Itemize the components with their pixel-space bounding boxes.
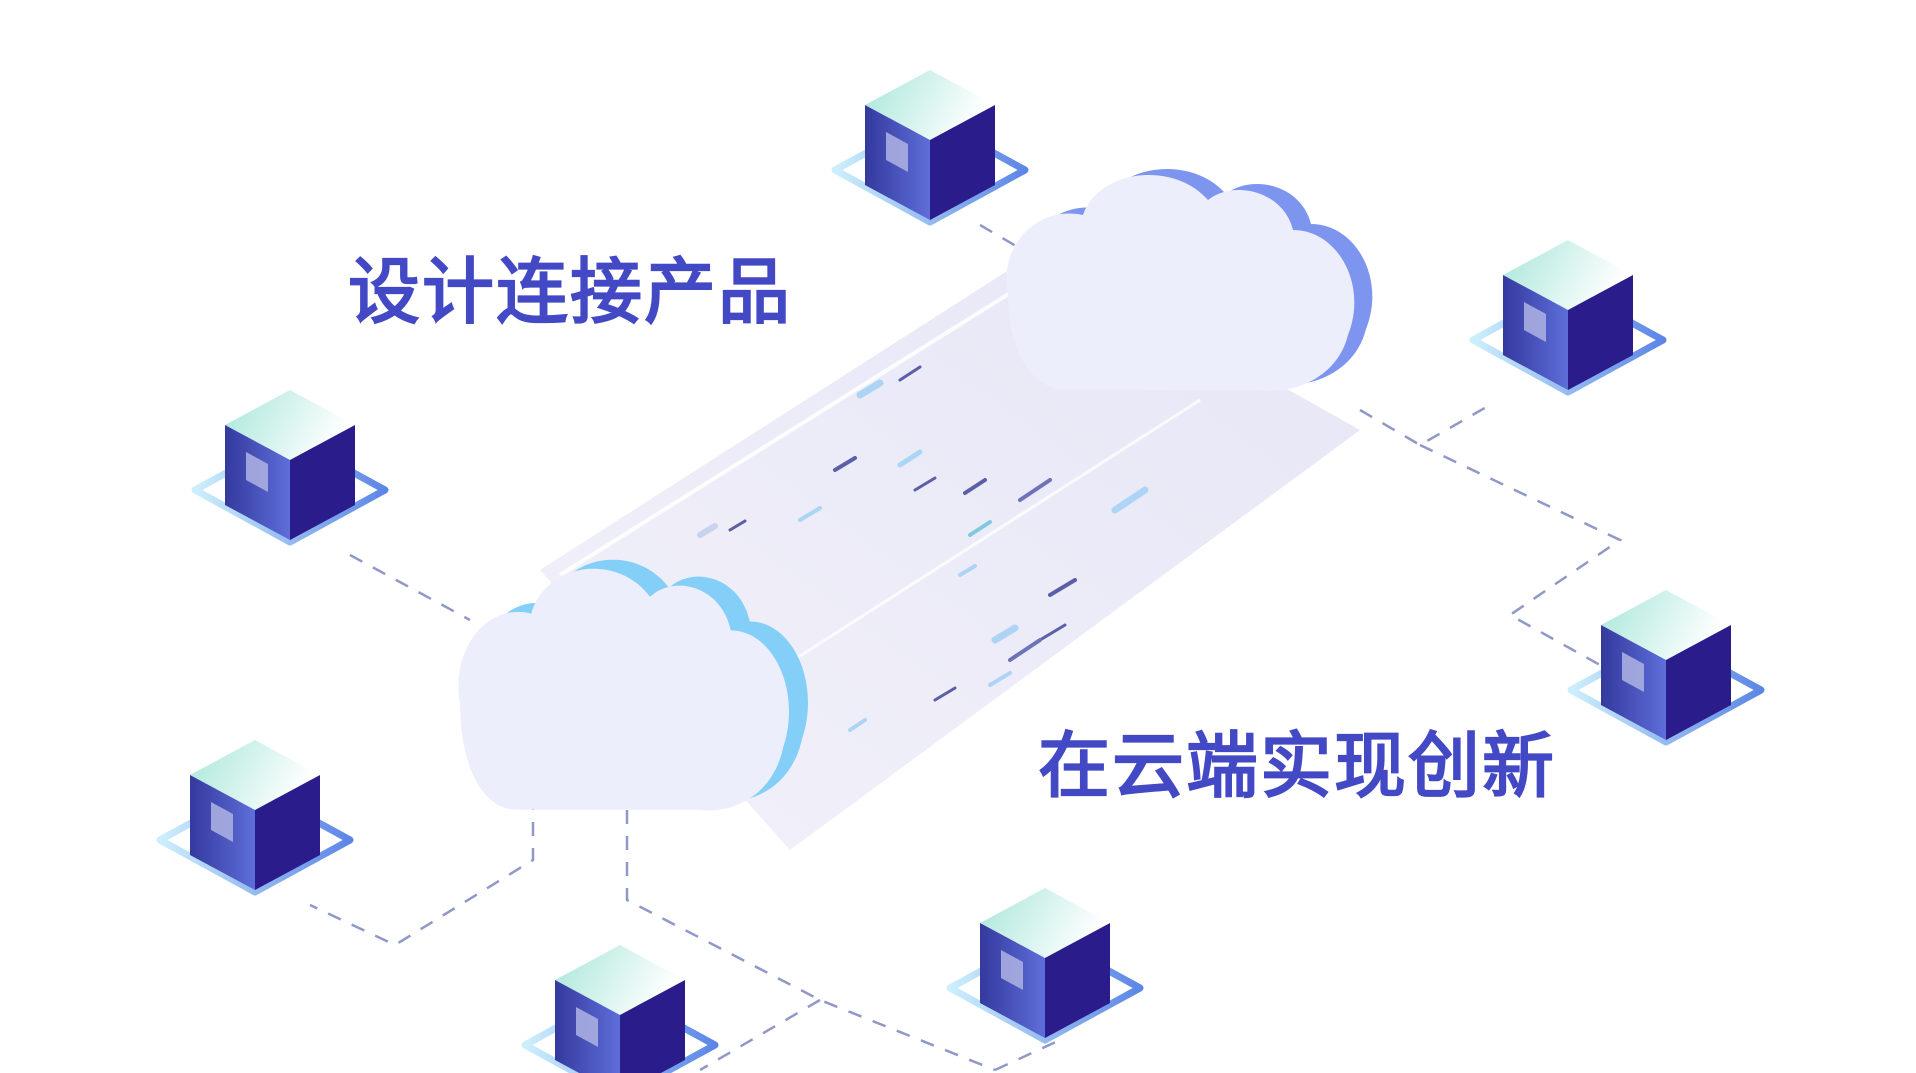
- server-cube-icon: [160, 740, 350, 892]
- headline-innovate-in-cloud: 在云端实现创新: [1038, 724, 1557, 808]
- headline-design-connect-products: 设计连接产品: [348, 250, 793, 334]
- server-cube-icon: [1473, 240, 1663, 392]
- cloud-icon: [1006, 168, 1373, 391]
- server-cube-icon: [195, 390, 385, 542]
- server-cube-icon: [950, 888, 1140, 1040]
- server-cube-icon: [525, 945, 715, 1073]
- server-cube-icon: [1571, 590, 1761, 742]
- server-cube-icon: [835, 70, 1025, 222]
